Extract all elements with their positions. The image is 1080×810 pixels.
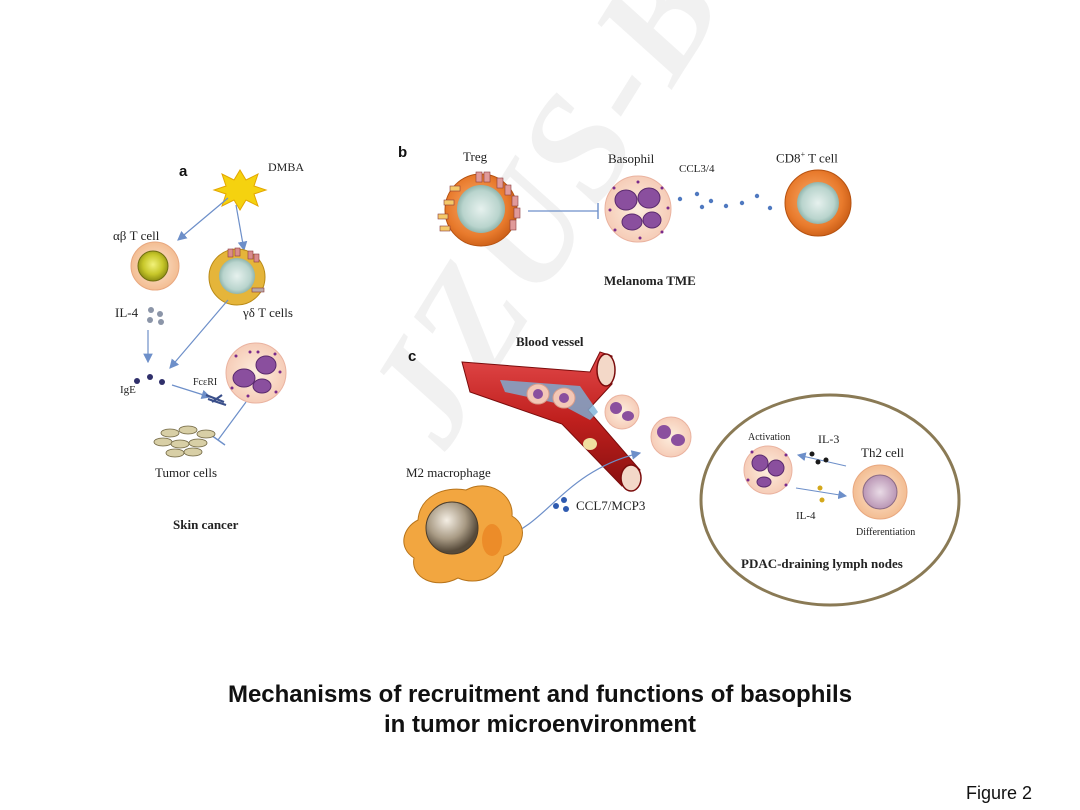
label-ige: IgE [120,384,136,396]
m2-inner-body [482,524,502,556]
lymph-basophil [743,445,793,495]
basophil-panel-b-lobes [614,187,662,231]
fceri-receptor-icon [205,393,227,407]
panel-letter-c: c [408,348,417,365]
label-il4-c: IL-4 [796,510,816,522]
label-th2-cell: Th2 cell [861,445,904,460]
label-m2-macrophage: M2 macrophage [406,465,491,480]
migrating-basophil-2 [650,416,692,458]
basophil-panel-a-lobes [232,355,277,394]
migrating-basophil-1 [604,394,640,430]
label-cd8-suffix: T cell [805,150,838,166]
basophil-panel-b-granules [608,180,670,240]
cd8-t-cell-nucleus [797,182,839,224]
gd-receptors-icon [227,247,265,293]
panel-letter-b: b [398,144,408,161]
ab-t-cell-nucleus [137,250,169,282]
caption-pdac-lymph-nodes: PDAC-draining lymph nodes [741,556,903,571]
arrow-il4-lymph [795,487,848,500]
label-cd8-sup: + [800,150,806,159]
label-gd-t-cells: γδ T cells [243,305,293,320]
gd-t-cell-nucleus [219,258,255,294]
dmba-burst-icon [212,169,268,211]
il3-dots [809,451,829,465]
label-differentiation: Differentiation [856,527,916,538]
arrow-gd-ige [169,299,229,369]
ccl34-chemokine-dots [677,191,773,211]
il4-cytokine-dots [147,307,164,325]
lymph-node-boundary [699,393,961,607]
m2-nucleus [425,501,479,555]
arrow-dmba-ab [177,197,229,241]
figure-number: Figure 2 [965,783,1032,803]
label-treg: Treg [463,149,488,164]
caption-skin-cancer: Skin cancer [173,517,239,532]
label-basophil: Basophil [608,151,655,166]
figure-title-line1: Mechanisms of recruitment and functions … [227,681,853,708]
label-ccl7-mcp3: CCL7/MCP3 [576,498,646,513]
label-cd8-t-cell: CD8+ T cell [776,150,838,166]
label-il3: IL-3 [818,432,840,446]
label-blood-vessel: Blood vessel [516,334,584,349]
label-activation: Activation [748,432,791,443]
label-cd8-prefix: CD8 [776,150,801,166]
label-fceri: FcεRI [193,377,218,388]
ccl7-dots [553,497,569,512]
blood-vessel-icon [461,351,642,492]
label-ab-t-cell: αβ T cell [113,228,160,243]
label-il4-a: IL-4 [115,305,139,320]
figure-title: Mechanisms of recruitment and functions … [0,680,1080,740]
panel-letter-a: a [179,163,188,180]
inhibit-basophil-tumor [217,401,247,441]
arrow-dmba-gd [235,204,248,252]
treg-receptors-icon [437,171,521,232]
arrow-il3 [796,452,847,467]
caption-melanoma-tme: Melanoma TME [604,273,696,288]
label-dmba: DMBA [268,160,305,174]
tumor-cells-icon [153,425,216,458]
ige-dots [134,374,165,385]
treg-nucleus [457,185,505,233]
label-ccl34: CCL3/4 [679,163,715,175]
figure-title-line2: in tumor microenvironment [383,711,697,738]
il4-lymph-dots [817,485,825,503]
arrow-ige-fceri [171,384,212,400]
th2-nucleus [862,474,898,510]
label-tumor-cells: Tumor cells [155,465,217,480]
basophil-panel-a-granules [230,350,282,398]
